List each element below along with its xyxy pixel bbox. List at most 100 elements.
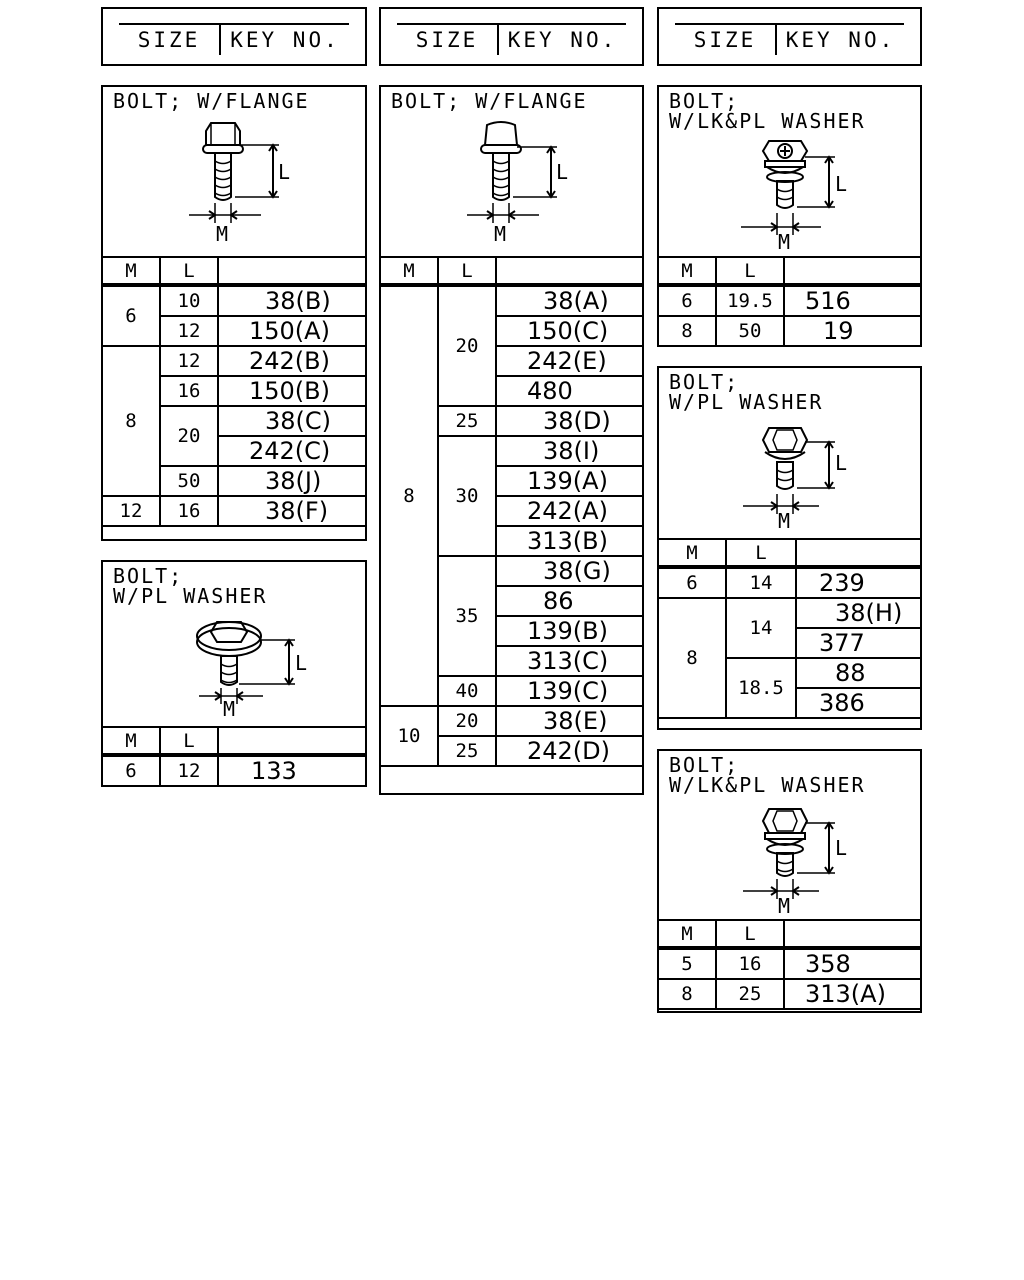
key-no: 38(C) [217,405,367,437]
key-no: 86 [495,585,644,617]
key-no: 139(A) [495,465,644,497]
lk-pl-washer-bolt-icon: L M [743,808,847,918]
key-no: 88 [795,657,922,689]
dim-m-label: M [778,894,790,918]
flange-bolt-icon: L M [189,122,290,246]
key-no: 139(B) [495,615,644,647]
key-no: 38(E) [495,705,644,737]
l-value: 12 [159,754,219,787]
l-value: 16 [159,375,219,407]
m-value: 12 [101,495,161,527]
key-no: 242(C) [217,435,367,467]
l-value: 16 [715,947,785,980]
l-value: 35 [437,555,497,677]
size-key-header-1: SIZE KEY NO. [101,7,367,66]
key-no-label: KEY NO. [507,28,618,52]
key-no: 150(C) [495,315,644,347]
size-label: SIZE [119,25,221,55]
key-no: 242(E) [495,345,644,377]
key-no-label: KEY NO. [785,28,896,52]
l-value: 10 [159,284,219,317]
dim-m-label: M [223,697,235,718]
l-value: 19.5 [715,284,785,317]
m-value: 8 [657,978,717,1010]
key-no: 38(D) [495,405,644,437]
l-value: 20 [437,705,497,737]
key-no: 313(C) [495,645,644,677]
dim-m-label: M [778,230,790,253]
dim-m-label: M [494,222,506,246]
key-no: 242(A) [495,495,644,527]
key-no-label: KEY NO. [230,28,340,52]
col-m: M [657,919,717,950]
col-m: M [101,256,161,287]
key-no: 19 [783,315,922,347]
dim-l-label: L [295,651,307,675]
size-label: SIZE [397,25,499,55]
dim-l-label: L [278,160,290,184]
dim-l-label: L [556,160,568,184]
key-no: 38(A) [495,284,644,317]
l-value: 25 [437,735,497,767]
pl-washer-bolt-icon: L M [196,621,307,718]
key-no: 313(B) [495,525,644,557]
m-value: 6 [657,566,727,599]
key-no: 38(J) [217,465,367,497]
m-value: 8 [657,597,727,719]
key-no: 38(F) [217,495,367,527]
size-key-header-2: SIZE KEY NO. [379,7,644,66]
l-value: 25 [437,405,497,437]
panel-title: BOLT; W/LK&PL WASHER [669,89,866,133]
dim-m-label: M [778,509,790,533]
key-no: 38(B) [217,284,367,317]
key-no: 377 [795,627,922,659]
key-no: 139(C) [495,675,644,707]
key-no: 38(G) [495,555,644,587]
key-no: 38(H) [795,597,922,629]
key-no: 386 [795,687,922,719]
flange-bolt-icon: L M [467,121,568,246]
key-no: 150(B) [217,375,367,407]
l-value: 16 [159,495,219,527]
m-value: 6 [101,754,161,787]
m-value: 6 [101,284,161,347]
col-l: L [715,256,785,287]
l-value: 50 [715,315,785,347]
size-key-header-3: SIZE KEY NO. [657,7,922,66]
key-no: 480 [495,375,644,407]
l-value: 40 [437,675,497,707]
col-m: M [101,726,161,757]
l-value: 20 [437,284,497,407]
m-value: 10 [379,705,439,767]
l-value: 14 [725,597,797,659]
l-value: 12 [159,345,219,377]
m-value: 5 [657,947,717,980]
size-label: SIZE [675,25,777,55]
panel-title: BOLT; W/LK&PL WASHER [669,753,866,797]
col-m: M [657,538,727,569]
m-value: 6 [657,284,717,317]
col-m: M [379,256,439,287]
l-value: 25 [715,978,785,1010]
l-value: 30 [437,435,497,557]
key-no: 313(A) [783,978,922,1010]
col-m: M [657,256,717,287]
key-no: 358 [783,947,922,980]
col-l: L [437,256,497,287]
l-value: 20 [159,405,219,467]
col-l: L [725,538,797,569]
m-value: 8 [657,315,717,347]
l-value: 18.5 [725,657,797,719]
key-no: 133 [217,754,367,787]
dim-m-label: M [216,222,228,246]
